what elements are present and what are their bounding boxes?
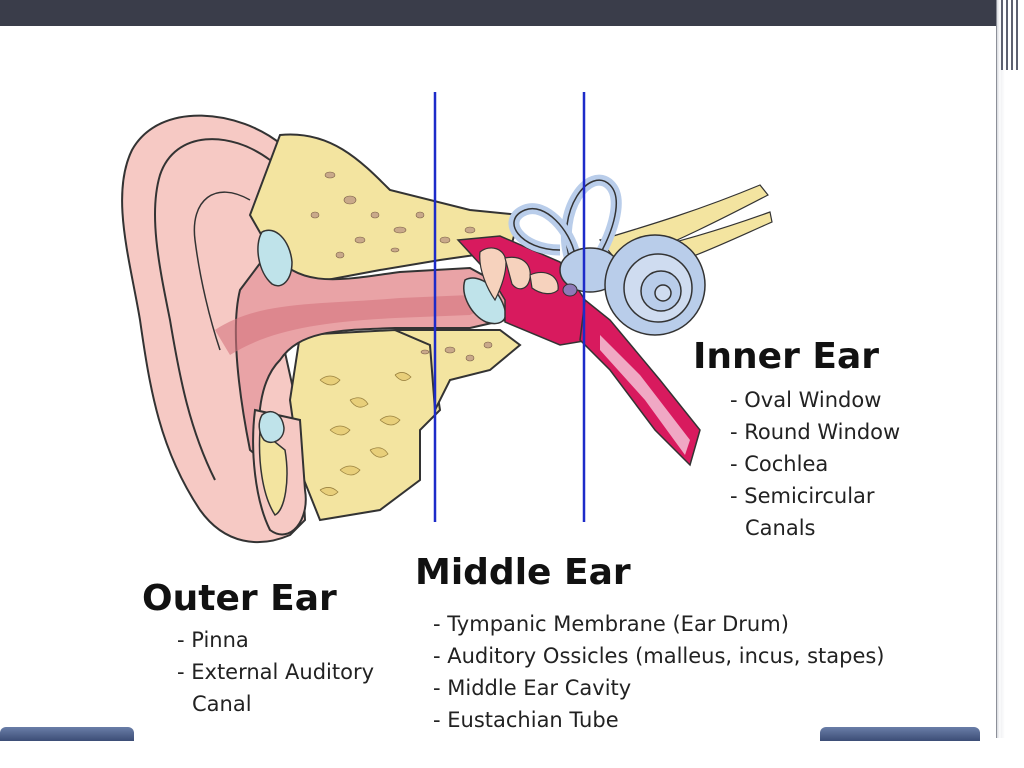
middle-ear-heading: Middle Ear <box>415 552 631 593</box>
middle-ear-item: - Auditory Ossicles (malleus, incus, sta… <box>433 644 885 668</box>
temporal-bone-upper <box>248 133 522 287</box>
outer-ear-item: Canal <box>192 692 252 716</box>
canal-inner-shadow <box>215 295 490 355</box>
pinna-inner-fold <box>193 191 251 351</box>
semicircular-canals <box>508 174 622 266</box>
bone-lower-mid <box>394 329 522 414</box>
cochlea <box>604 234 706 336</box>
inner-ear-item: Canals <box>745 516 816 540</box>
inner-ear-item: - Round Window <box>730 420 901 444</box>
middle-ear-item: - Eustachian Tube <box>433 708 619 732</box>
inner-ear-heading: Inner Ear <box>693 336 879 377</box>
outer-ear-heading: Outer Ear <box>142 578 337 619</box>
middle-ear-item: - Tympanic Membrane (Ear Drum) <box>433 612 789 636</box>
ossicle-malleus <box>479 247 507 302</box>
middle-ear-item: - Middle Ear Cavity <box>433 676 632 700</box>
slide-top-bar <box>0 0 1000 26</box>
slide-right-edge <box>996 0 1024 740</box>
next-slide-button[interactable] <box>820 727 980 741</box>
slide-bottom-strip <box>0 738 1024 768</box>
page-curl-decoration <box>1001 0 1021 70</box>
bone-texture-lower <box>319 372 412 496</box>
previous-slide-button[interactable] <box>0 727 134 741</box>
cartilage-upper <box>257 229 293 287</box>
oval-window <box>562 283 578 297</box>
outer-ear-item: - External Auditory <box>177 660 375 684</box>
ossicle-stapes <box>529 271 559 295</box>
eustachian-tube-lining <box>600 335 690 455</box>
cartilage-lower <box>258 411 285 444</box>
temporal-bone-lower <box>288 328 442 522</box>
inner-ear-item: - Cochlea <box>730 452 829 476</box>
outer-ear-item: - Pinna <box>177 628 249 652</box>
ear-anatomy-diagram <box>121 92 773 544</box>
inner-ear-item: - Semicircular <box>730 484 875 508</box>
pinna-helix-fold <box>153 138 271 481</box>
inner-ear-item: - Oval Window <box>730 388 882 412</box>
lobule-cartilage <box>258 428 288 516</box>
bone-texture-mid <box>420 341 493 362</box>
